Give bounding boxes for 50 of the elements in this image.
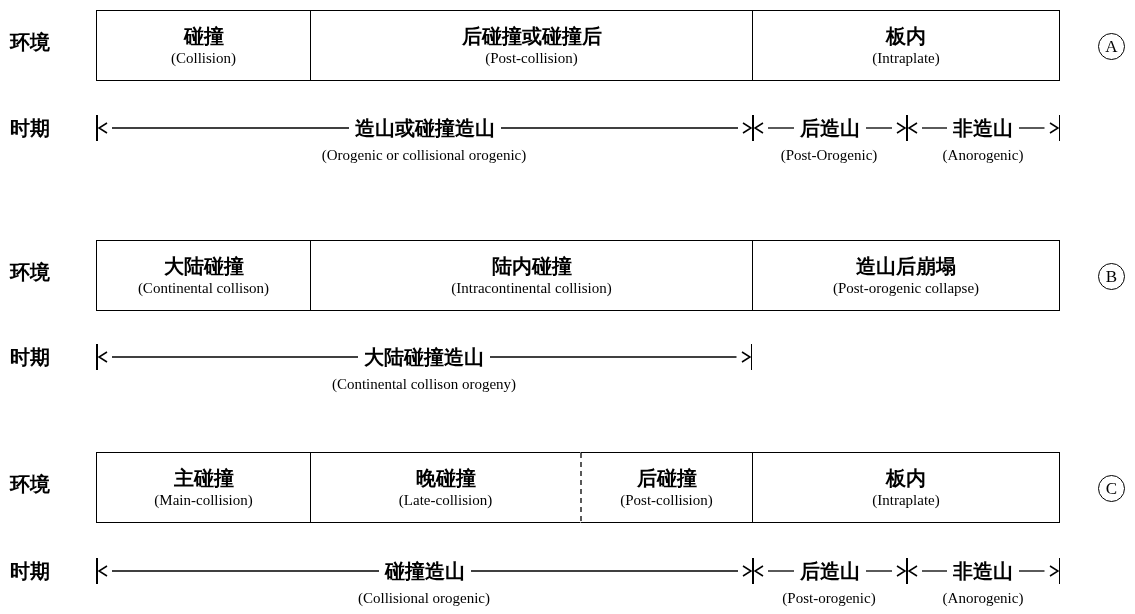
period-label: 碰撞造山	[383, 559, 466, 584]
period-label: 造山或碰撞造山	[353, 116, 496, 141]
stage-title: 后碰撞或碰撞后	[461, 23, 602, 49]
stage-title: 大陆碰撞	[163, 253, 244, 279]
stage-title: 主碰撞	[173, 465, 234, 491]
stage-subtitle: (Post-orogenic collapse)	[832, 278, 980, 298]
stage-title: 后碰撞	[636, 465, 697, 491]
period-label: 后造山	[798, 559, 861, 584]
period-subtitle: (Anorogenic)	[942, 589, 1024, 608]
period-label: 非造山	[952, 559, 1014, 584]
stage-box	[96, 240, 310, 311]
stage-title: 碰撞	[183, 23, 224, 49]
stage-box	[96, 452, 310, 523]
stage-subtitle: (Collision)	[171, 48, 236, 68]
stage-box	[752, 10, 1060, 81]
row-label: 环境	[10, 262, 50, 282]
stage-subtitle: (Intraplate)	[872, 48, 940, 68]
stage-title: 晚碰撞	[415, 465, 476, 491]
row-label: 时期	[10, 561, 50, 581]
stage-box	[310, 10, 752, 81]
period-label: 非造山	[952, 116, 1014, 141]
period-subtitle: (Continental collison orogeny)	[331, 375, 517, 394]
period-subtitle: (Orogenic or collisional orogenic)	[321, 146, 527, 165]
stage-title: 造山后崩塌	[856, 253, 956, 279]
stage-box	[752, 240, 1060, 311]
stage-box	[310, 452, 580, 523]
stage-subtitle: (Continental collison)	[137, 278, 270, 298]
stage-box	[96, 10, 310, 81]
stage-subtitle: (Main-collision)	[154, 490, 253, 510]
stage-subtitle: (Post-collision)	[620, 490, 713, 510]
period-subtitle: (Anorogenic)	[942, 146, 1024, 165]
stage-subtitle: (Intracontinental collision)	[451, 278, 612, 298]
stage-box	[310, 240, 752, 311]
stage-title: 板内	[886, 23, 926, 49]
period-subtitle: (Post-Orogenic)	[780, 146, 878, 165]
period-label: 后造山	[798, 116, 861, 141]
row-label: 环境	[10, 32, 50, 52]
stage-subtitle: (Intraplate)	[872, 490, 940, 510]
stage-box	[752, 452, 1060, 523]
row-label: 时期	[10, 118, 50, 138]
row-label: 环境	[10, 474, 50, 494]
period-subtitle: (Collisional orogenic)	[357, 589, 491, 608]
stage-subtitle: (Post-collision)	[485, 48, 578, 68]
row-label: 时期	[10, 347, 50, 367]
stage-subtitle: (Late-collision)	[398, 490, 493, 510]
period-subtitle: (Post-orogenic)	[782, 589, 876, 608]
period-label: 大陆碰撞造山	[363, 345, 485, 370]
stage-title: 板内	[886, 465, 926, 491]
stage-box	[580, 452, 752, 523]
stage-title: 陆内碰撞	[491, 253, 572, 279]
